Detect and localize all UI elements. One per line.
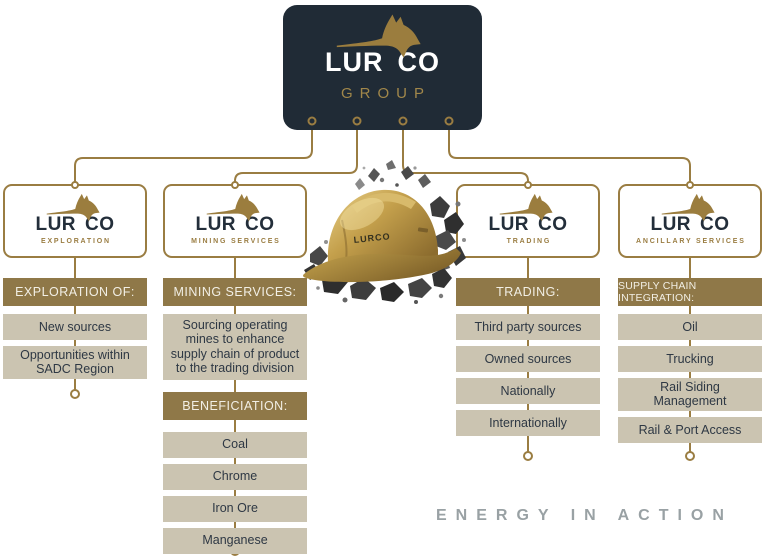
trading-wordmark: LUR CO <box>488 214 567 236</box>
list-item: Nationally <box>456 378 600 404</box>
hard-hat-icon: LURCO <box>303 189 461 283</box>
terminator-trading <box>523 451 533 461</box>
column-header-bar: MINING SERVICES: <box>163 278 307 306</box>
horse-icon <box>499 193 565 222</box>
column-exploration: LUR CO EXPLORATION EXPLORATION OF: New s… <box>3 184 147 385</box>
list-item: Opportunities within SADC Region <box>3 346 147 379</box>
list-item: Trucking <box>618 346 762 372</box>
ancillary-wordmark: LUR CO <box>650 214 729 236</box>
horse-icon <box>46 193 112 222</box>
ancillary-sub-label: ANCILLARY SERVICES <box>636 238 746 245</box>
tagline: ENERGY IN ACTION <box>436 507 733 524</box>
column-subheader-bar: BENEFICIATION: <box>163 391 307 420</box>
list-item: Sourcing operating mines to enhance supp… <box>163 314 307 380</box>
group-box: LUR CO GROUP <box>283 5 482 130</box>
trading-sub-label: TRADING <box>506 238 552 245</box>
list-item: New sources <box>3 314 147 340</box>
column-mining-services: LUR CO MINING SERVICES MINING SERVICES: … <box>163 184 307 559</box>
list-item: Oil <box>618 314 762 340</box>
connector-to-exploration <box>74 123 313 187</box>
group-logo: LUR CO GROUP <box>325 13 440 102</box>
terminator-ancillary <box>685 451 695 461</box>
wordmark-right: CO <box>538 214 568 235</box>
column-ancillary-services: LUR CO ANCILLARY SERVICES SUPPLY CHAIN I… <box>618 184 762 449</box>
list-item: Coal <box>163 431 307 458</box>
column-header-bar: TRADING: <box>456 278 600 306</box>
mining-wordmark: LUR CO <box>195 214 274 236</box>
exploration-wordmark: LUR CO <box>35 214 114 236</box>
column-header-bar: EXPLORATION OF: <box>3 278 147 306</box>
list-item: Iron Ore <box>163 495 307 522</box>
list-item: Chrome <box>163 463 307 490</box>
horse-icon <box>206 193 272 222</box>
list-item: Owned sources <box>456 346 600 372</box>
wordmark-right: CO <box>85 214 115 235</box>
list-item: Manganese <box>163 527 307 554</box>
horse-icon <box>336 13 440 59</box>
mining-sub-label: MINING SERVICES <box>191 238 281 245</box>
list-item: Rail Siding Management <box>618 378 762 411</box>
connector-to-ancillary <box>448 123 691 187</box>
wordmark-left: LUR <box>488 214 530 235</box>
wordmark-left: LUR <box>195 214 237 235</box>
column-header-bar: SUPPLY CHAIN INTEGRATION: <box>618 278 762 306</box>
wordmark-left: LUR <box>325 47 384 77</box>
mining-logo-box: LUR CO MINING SERVICES <box>163 184 307 258</box>
wordmark-right: CO <box>700 214 730 235</box>
wordmark-left: LUR <box>650 214 692 235</box>
exploration-sub-label: EXPLORATION <box>40 238 111 245</box>
hard-hat-image: LURCO <box>303 160 466 304</box>
trading-logo-box: LUR CO TRADING <box>456 184 600 258</box>
list-item: Internationally <box>456 410 600 436</box>
helmet-label: LURCO <box>353 231 391 245</box>
exploration-logo-box: LUR CO EXPLORATION <box>3 184 147 258</box>
coal-debris-icon <box>304 160 466 304</box>
group-label: GROUP <box>340 85 431 102</box>
column-trading: LUR CO TRADING TRADING: Third party sour… <box>456 184 600 442</box>
ancillary-logo-box: LUR CO ANCILLARY SERVICES <box>618 184 762 258</box>
wordmark-left: LUR <box>35 214 77 235</box>
horse-icon <box>661 193 727 222</box>
list-item: Rail & Port Access <box>618 416 762 443</box>
wordmark-right: CO <box>245 214 275 235</box>
list-item: Third party sources <box>456 314 600 340</box>
terminator-exploration <box>70 389 80 399</box>
